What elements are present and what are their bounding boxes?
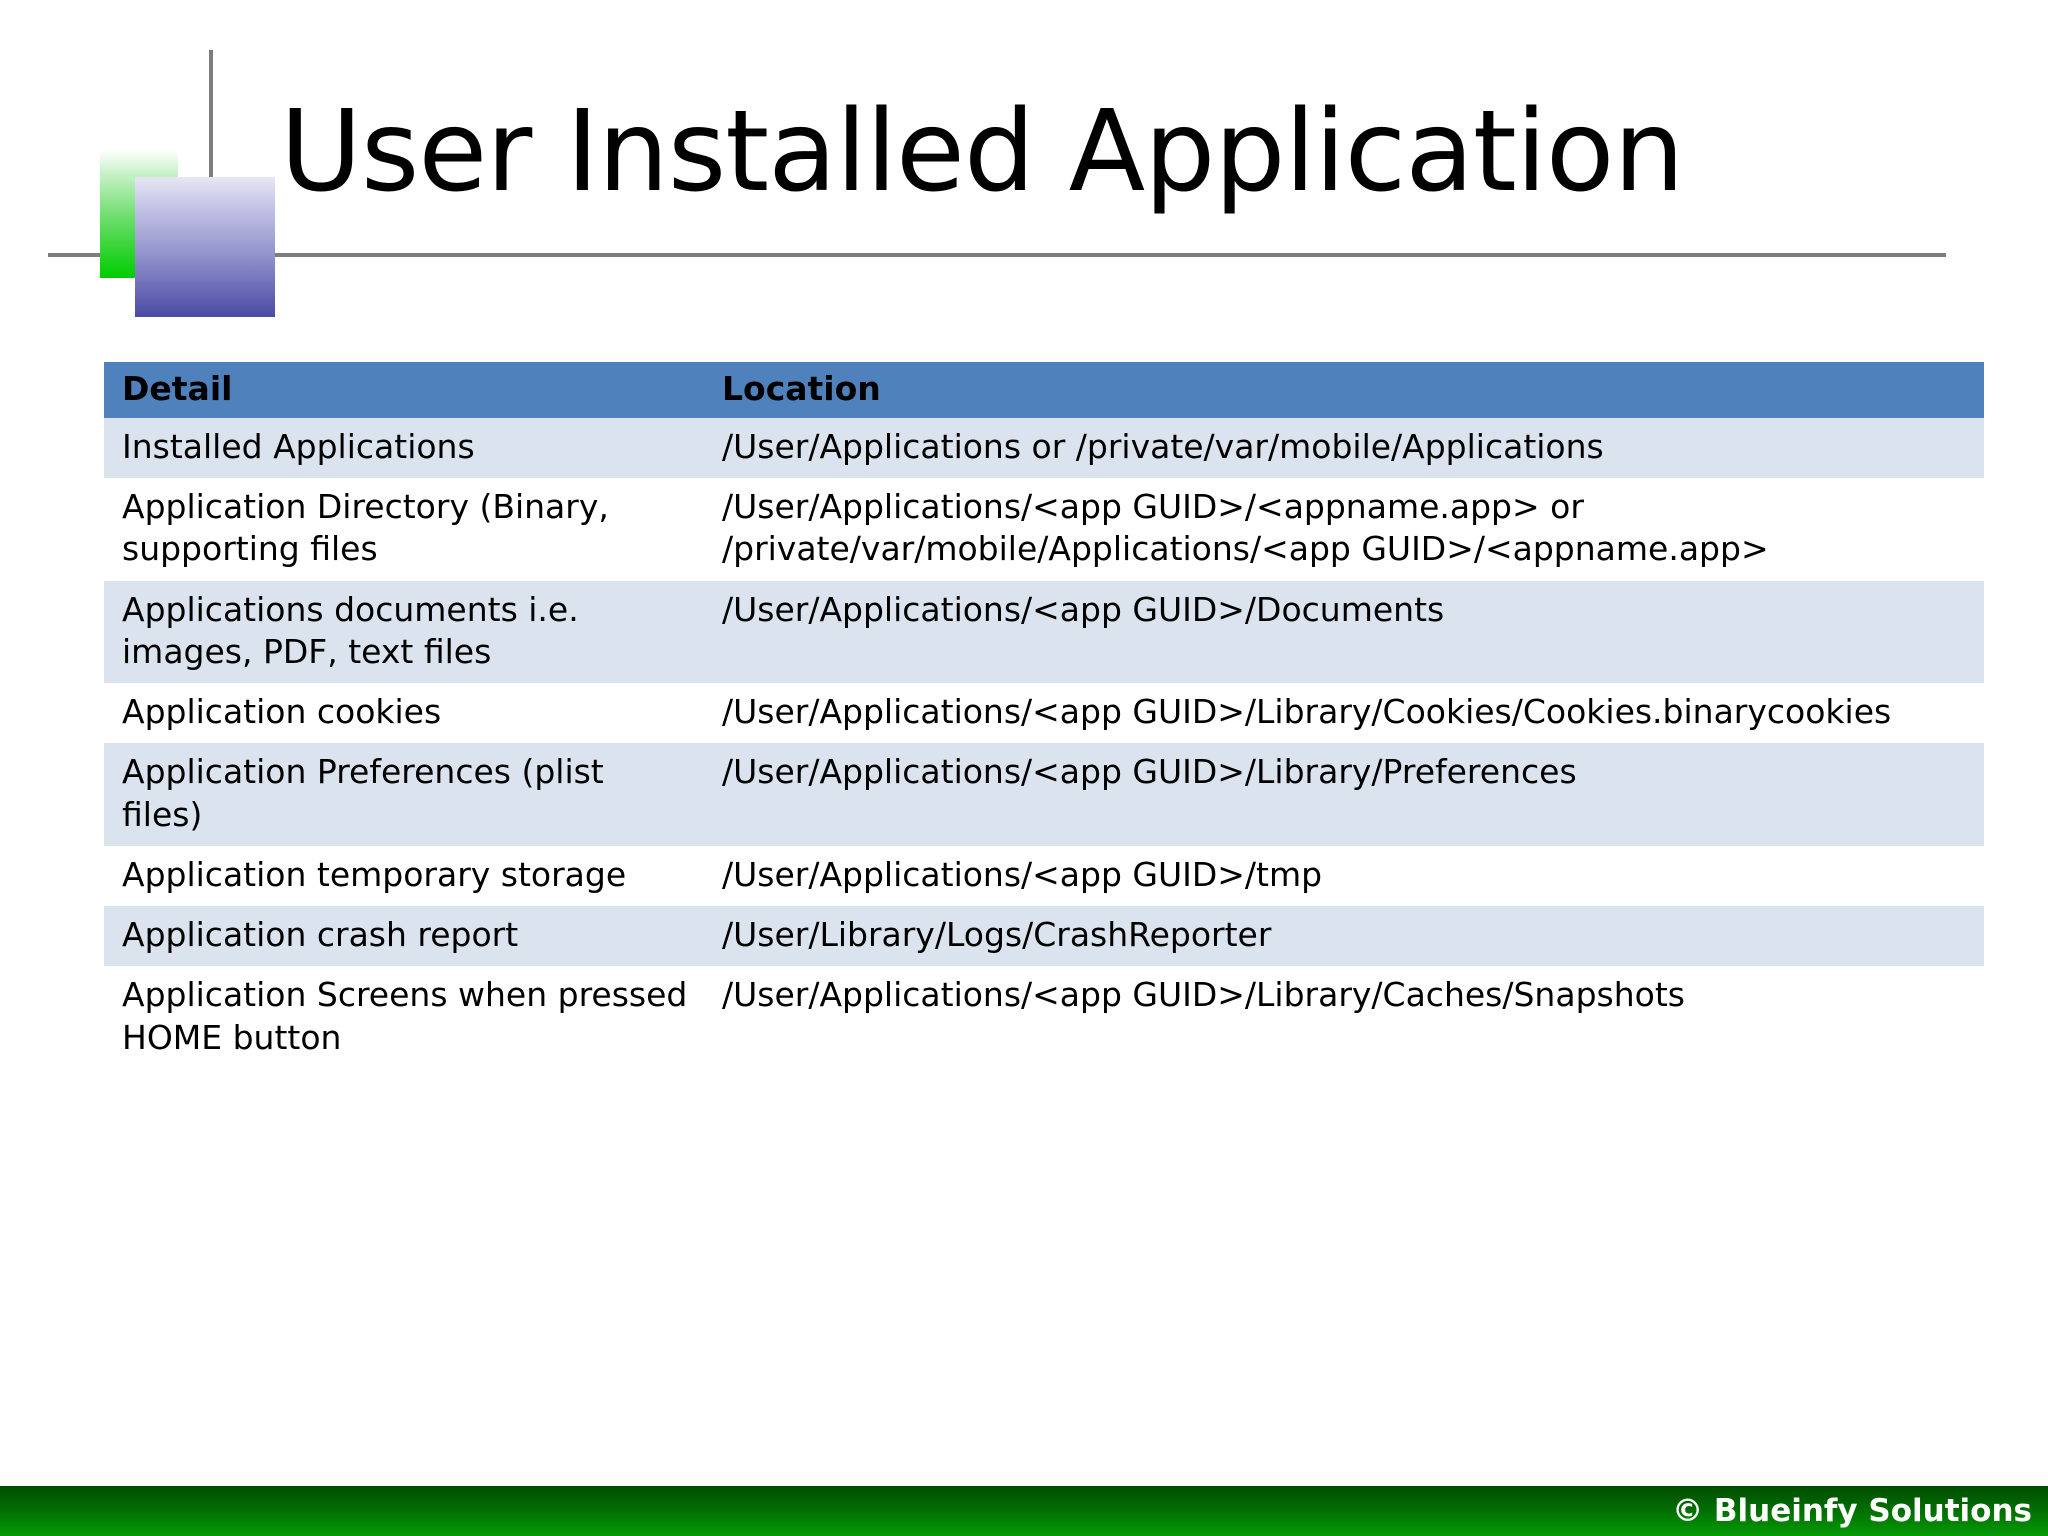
cell-location: /User/Applications/<app GUID>/Library/Co… <box>704 683 1984 744</box>
cell-detail: Application Screens when pressed HOME bu… <box>104 966 704 1069</box>
table-row: Application crash report /User/Library/L… <box>104 906 1984 967</box>
table-row: Application temporary storage /User/Appl… <box>104 845 1984 907</box>
cell-location: /User/Applications/<app GUID>/tmp <box>704 845 1984 907</box>
page-title: User Installed Application <box>280 87 1684 217</box>
cell-location: /User/Applications/<app GUID>/Library/Pr… <box>704 743 1984 846</box>
cell-location: /User/Applications/<app GUID>/<appname.a… <box>704 478 1984 581</box>
table-row: Application cookies /User/Applications/<… <box>104 683 1984 744</box>
cell-detail: Installed Applications <box>104 417 704 479</box>
cell-detail: Application Directory (Binary, supportin… <box>104 478 704 581</box>
footer-copyright: © Blueinfy Solutions <box>1672 1493 2032 1529</box>
cell-location: /User/Applications or /private/var/mobil… <box>704 417 1984 479</box>
slide-header: User Installed Application <box>0 0 2048 340</box>
table-row: Application Screens when pressed HOME bu… <box>104 966 1984 1069</box>
details-table: Detail Location Installed Applications /… <box>104 362 1984 1069</box>
slide-footer: © Blueinfy Solutions <box>0 1486 2048 1536</box>
table-row: Application Preferences (plist files) /U… <box>104 743 1984 846</box>
cell-detail: Application temporary storage <box>104 845 704 907</box>
logo-blue-square-icon <box>135 177 275 317</box>
horizontal-rule-icon <box>48 253 1946 257</box>
table-header-row: Detail Location <box>104 362 1984 418</box>
column-header-detail: Detail <box>104 362 704 418</box>
cell-detail: Application cookies <box>104 683 704 744</box>
column-header-location: Location <box>704 362 1984 418</box>
cell-detail: Application crash report <box>104 906 704 967</box>
cell-detail: Applications documents i.e. images, PDF,… <box>104 580 704 684</box>
logo <box>100 150 280 330</box>
cell-location: /User/Applications/<app GUID>/Library/Ca… <box>704 966 1984 1069</box>
table-row: Installed Applications /User/Application… <box>104 417 1984 479</box>
table-row: Application Directory (Binary, supportin… <box>104 478 1984 581</box>
cell-location: /User/Applications/<app GUID>/Documents <box>704 580 1984 684</box>
cell-location: /User/Library/Logs/CrashReporter <box>704 906 1984 967</box>
table-row: Applications documents i.e. images, PDF,… <box>104 580 1984 684</box>
cell-detail: Application Preferences (plist files) <box>104 743 704 846</box>
